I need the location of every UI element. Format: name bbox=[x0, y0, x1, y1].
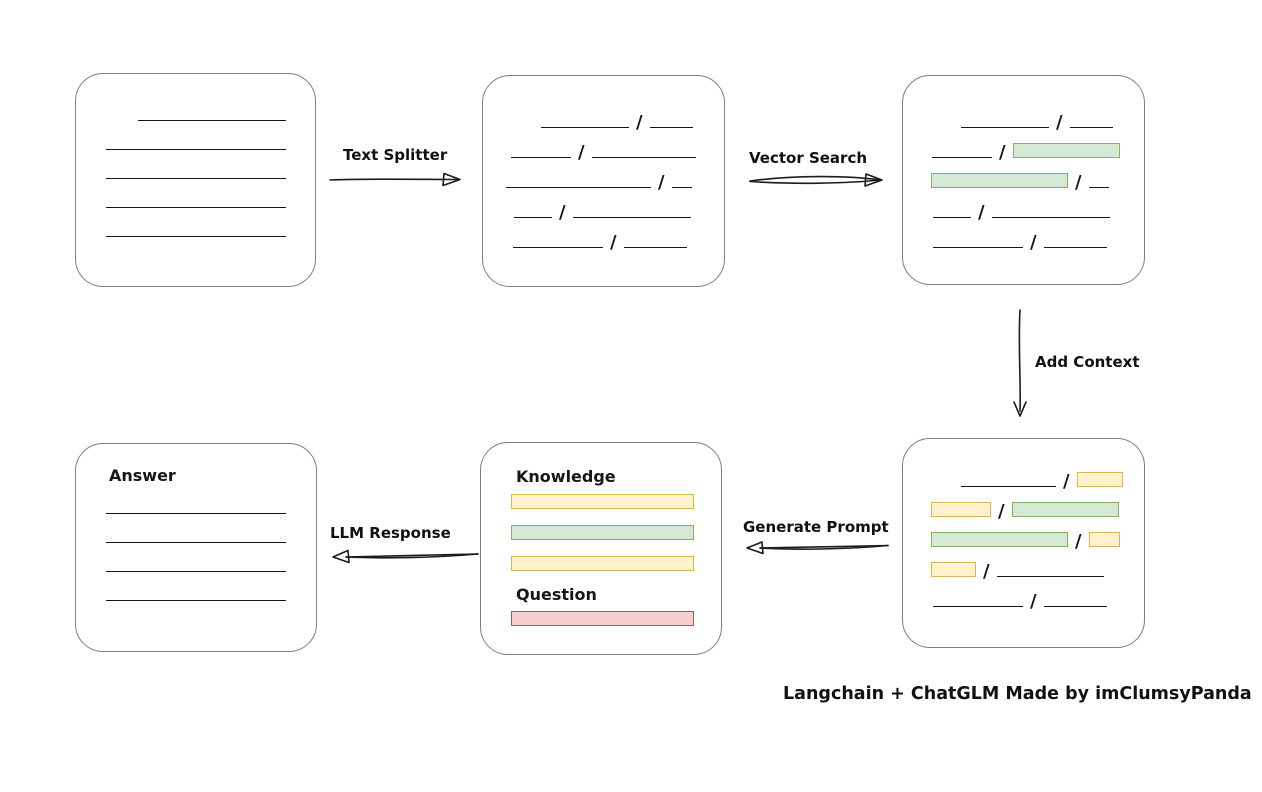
text-splitter-arrow bbox=[329, 172, 461, 187]
text-line bbox=[961, 486, 1056, 487]
yellow-bar bbox=[511, 494, 694, 509]
chunk-row: / bbox=[933, 591, 1144, 612]
green-chunk bbox=[931, 532, 1068, 547]
question-title: Question bbox=[516, 585, 597, 604]
knowledge-bars bbox=[511, 494, 721, 571]
text-line bbox=[513, 247, 603, 248]
add-context-label: Add Context bbox=[1035, 353, 1140, 371]
yellow-chunk bbox=[1076, 472, 1123, 487]
text-line bbox=[1043, 606, 1107, 607]
separator-slash: / bbox=[978, 202, 985, 223]
question-bars bbox=[511, 611, 721, 626]
yellow-chunk bbox=[931, 562, 976, 577]
text-line bbox=[1043, 247, 1107, 248]
green-chunk bbox=[1012, 143, 1120, 158]
text-line bbox=[106, 236, 286, 237]
yellow-chunk bbox=[931, 502, 991, 517]
add-context-arrow bbox=[1013, 309, 1027, 417]
chunk-row: / bbox=[506, 172, 724, 193]
answer-title: Answer bbox=[109, 466, 176, 485]
text-line bbox=[996, 576, 1104, 577]
chunk-row: / bbox=[931, 172, 1144, 193]
separator-slash: / bbox=[1063, 471, 1070, 492]
separator-slash: / bbox=[636, 112, 643, 133]
text-line bbox=[649, 127, 693, 128]
text-line bbox=[961, 127, 1049, 128]
text-line bbox=[671, 187, 692, 188]
retrieved-chunks-box: / / / / / bbox=[902, 75, 1145, 285]
text-line bbox=[106, 207, 286, 208]
text-line bbox=[106, 513, 286, 514]
llm-response-label: LLM Response bbox=[330, 524, 451, 542]
text-line bbox=[933, 606, 1023, 607]
yellow-bar bbox=[511, 556, 694, 571]
text-line bbox=[1069, 127, 1113, 128]
answer-lines bbox=[76, 513, 316, 601]
separator-slash: / bbox=[1056, 112, 1063, 133]
text-line bbox=[991, 217, 1110, 218]
separator-slash: / bbox=[559, 202, 566, 223]
green-chunk bbox=[931, 173, 1068, 188]
generate-prompt-arrow bbox=[746, 541, 889, 555]
chunk-row: / bbox=[514, 202, 724, 223]
document-box bbox=[75, 73, 316, 287]
text-line bbox=[933, 217, 971, 218]
text-line bbox=[511, 157, 571, 158]
text-line bbox=[106, 149, 286, 150]
separator-slash: / bbox=[578, 142, 585, 163]
green-bar bbox=[511, 525, 694, 540]
text-splitter-label: Text Splitter bbox=[343, 146, 448, 164]
chunk-row: / bbox=[933, 232, 1144, 253]
text-line bbox=[541, 127, 629, 128]
chunk-row: / bbox=[513, 232, 724, 253]
chunk-row: / bbox=[931, 501, 1144, 522]
chunk-row: / bbox=[931, 561, 1144, 582]
text-line bbox=[932, 157, 992, 158]
separator-slash: / bbox=[610, 232, 617, 253]
chunk-row: / bbox=[511, 142, 724, 163]
separator-slash: / bbox=[1030, 591, 1037, 612]
text-line bbox=[933, 247, 1023, 248]
red-bar bbox=[511, 611, 694, 626]
chunk-row: / bbox=[961, 112, 1144, 133]
text-line bbox=[623, 247, 687, 248]
separator-slash: / bbox=[658, 172, 665, 193]
text-line bbox=[106, 600, 286, 601]
separator-slash: / bbox=[983, 561, 990, 582]
caption: Langchain + ChatGLM Made by imClumsyPand… bbox=[783, 684, 1252, 704]
text-line bbox=[572, 217, 691, 218]
separator-slash: / bbox=[1075, 531, 1082, 552]
text-line bbox=[506, 187, 651, 188]
text-line bbox=[106, 178, 286, 179]
text-line bbox=[138, 120, 286, 121]
context-chunks-box: / / / / / bbox=[902, 438, 1145, 648]
text-line bbox=[106, 571, 286, 572]
chunk-row: / bbox=[961, 471, 1144, 492]
chunk-row: / bbox=[541, 112, 724, 133]
chunk-row: / bbox=[931, 531, 1144, 552]
chunk-row: / bbox=[932, 142, 1144, 163]
text-line bbox=[514, 217, 552, 218]
vector-search-arrow bbox=[749, 173, 883, 187]
generate-prompt-label: Generate Prompt bbox=[743, 518, 889, 536]
separator-slash: / bbox=[998, 501, 1005, 522]
yellow-chunk bbox=[1088, 532, 1120, 547]
chunk-row: / bbox=[933, 202, 1144, 223]
separator-slash: / bbox=[1030, 232, 1037, 253]
llm-response-arrow bbox=[332, 549, 479, 564]
separator-slash: / bbox=[1075, 172, 1082, 193]
knowledge-title: Knowledge bbox=[516, 467, 616, 486]
split-chunks-box: / / / / / bbox=[482, 75, 725, 287]
green-chunk bbox=[1011, 502, 1119, 517]
separator-slash: / bbox=[999, 142, 1006, 163]
text-line bbox=[106, 542, 286, 543]
answer-box: Answer bbox=[75, 443, 317, 652]
prompt-box: Knowledge Question bbox=[480, 442, 722, 655]
vector-search-label: Vector Search bbox=[749, 149, 868, 167]
text-line bbox=[1088, 187, 1109, 188]
text-line bbox=[591, 157, 696, 158]
